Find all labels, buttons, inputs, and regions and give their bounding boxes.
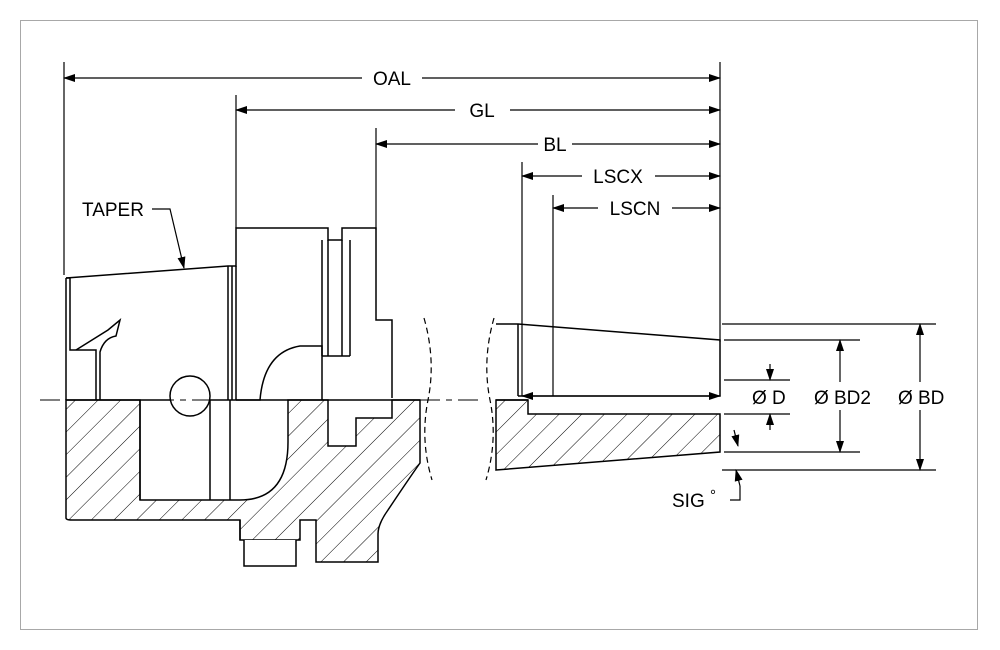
sig-angle-label: SIG °: [672, 487, 716, 512]
body-right-section: [495, 323, 721, 471]
taper-leader: [152, 208, 186, 269]
diameter-symbol-bd2: Ø: [814, 388, 829, 409]
break-lines: [423, 317, 495, 481]
drawing-frame: [20, 20, 978, 630]
bd2-label: BD2: [834, 388, 871, 409]
diameter-dimensions: [722, 323, 936, 501]
diameter-bd-label: Ø BD: [898, 388, 944, 409]
bd-label: BD: [918, 388, 944, 409]
holder-body: [65, 227, 421, 567]
lscn-label: LSCN: [610, 199, 661, 220]
diameter-bd2-label: Ø BD2: [814, 388, 871, 409]
degree-symbol: °: [710, 487, 716, 504]
sig-label: SIG: [672, 491, 705, 512]
diameter-d-label: Ø D: [752, 388, 786, 409]
diameter-symbol-d: Ø: [752, 388, 767, 409]
bl-label: BL: [543, 135, 566, 156]
diameter-symbol-bd: Ø: [898, 388, 913, 409]
gl-label: GL: [469, 101, 494, 122]
taper-label: TAPER: [82, 200, 144, 221]
oal-label: OAL: [373, 69, 411, 90]
dimension-lines: [63, 74, 721, 212]
lscx-label: LSCX: [593, 167, 643, 188]
d-label: D: [772, 388, 786, 409]
